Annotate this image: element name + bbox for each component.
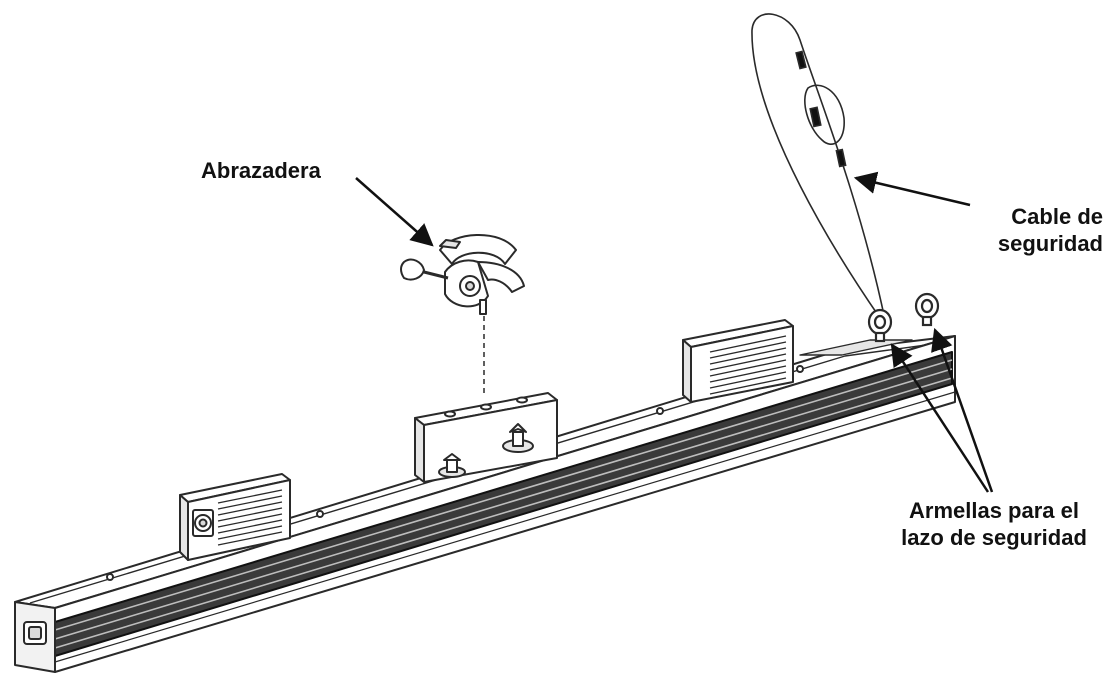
mounting-bracket: [414, 392, 558, 483]
clamp-arrow: [355, 177, 434, 247]
clamp-icon: [400, 234, 525, 315]
eyebolt-icon: [914, 292, 940, 327]
clamp-label: Abrazadera: [201, 157, 321, 184]
safety-cable-arrow: [853, 171, 971, 207]
wing-nut-icon: [438, 453, 466, 478]
bar-top-plate: [799, 339, 913, 356]
eyebolt-arrow-2: [931, 327, 994, 493]
eyebolt-arrow-1: [890, 343, 990, 493]
connector-housing-left: [179, 473, 291, 561]
safety-cable-label-line1: Cable de: [1011, 204, 1103, 229]
led-bar: [14, 335, 956, 673]
clamp-label-text: Abrazadera: [201, 158, 321, 183]
safety-cable-icon: [751, 13, 886, 321]
heatsink-icon: [709, 335, 787, 395]
safety-cable-label: Cable de seguridad: [975, 203, 1103, 257]
wing-nut-icon: [502, 423, 534, 453]
eyebolts-label: Armellas para el lazo de seguridad: [878, 497, 1110, 551]
connector-housing-right: [682, 319, 794, 403]
eyebolt-icon: [867, 308, 893, 343]
eyebolts-label-line2: lazo de seguridad: [901, 525, 1087, 550]
heatsink-icon: [217, 489, 283, 546]
bar-top-rail: [29, 341, 949, 604]
xlr-connector-icon: [192, 509, 214, 537]
safety-cable-label-line2: seguridad: [997, 231, 1103, 256]
eyebolts-label-line1: Armellas para el: [909, 498, 1079, 523]
